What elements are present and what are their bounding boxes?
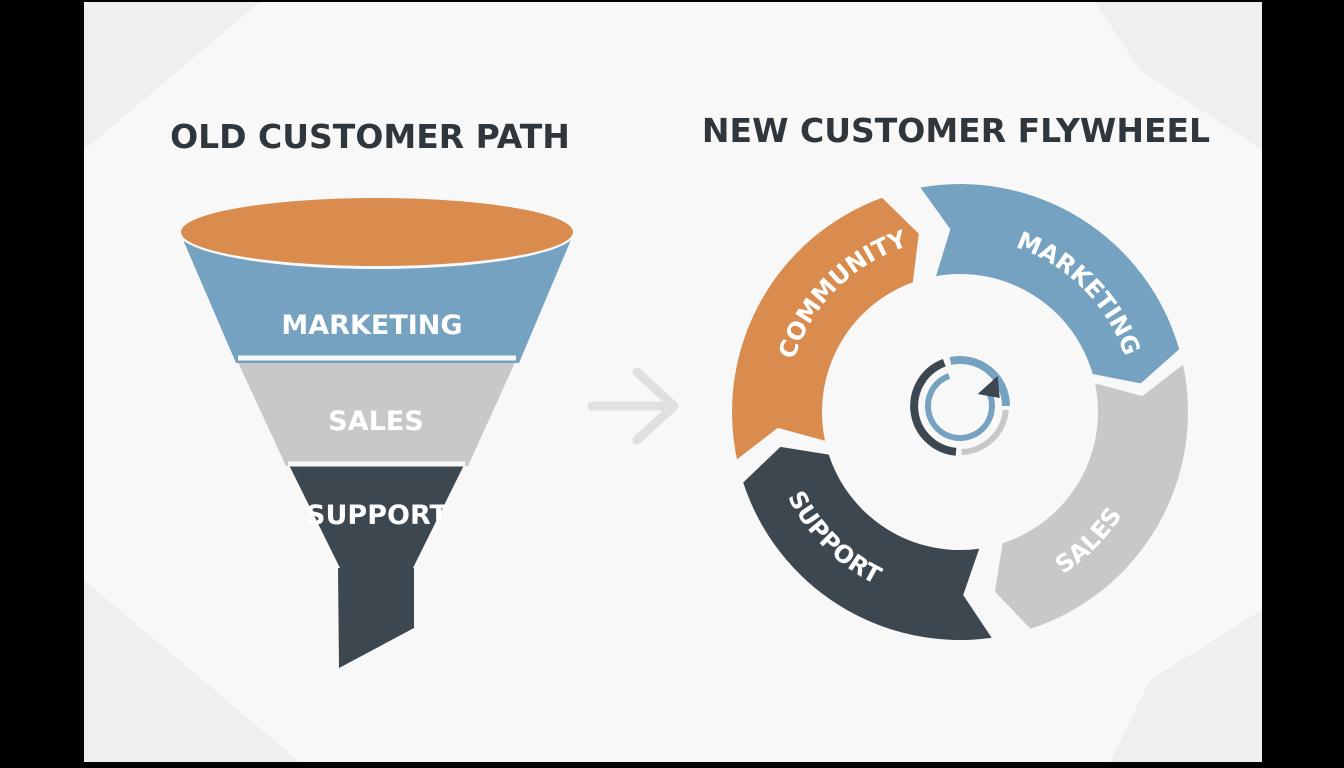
arrow-right-icon (587, 367, 679, 445)
flywheel-segment-marketing (920, 184, 1180, 384)
funnel-title: OLD CUSTOMER PATH (170, 117, 570, 156)
refresh-cycle-icon (910, 356, 1010, 456)
funnel-label-sales: SALES (328, 406, 423, 437)
flywheel-segment-community (732, 197, 919, 460)
bg-facet-top-left (84, 2, 260, 150)
bg-facet-bottom-right (1110, 610, 1262, 762)
flywheel-segment-sales (994, 364, 1188, 629)
bg-facet-top-right (1095, 2, 1262, 150)
funnel-spout (338, 568, 414, 668)
flywheel-segment-support (743, 446, 992, 641)
funnel-stage-support (288, 463, 465, 568)
funnel-stage-sales (236, 358, 517, 466)
funnel-stage-marketing (181, 235, 573, 363)
funnel-label-support: SUPPORT (306, 500, 448, 531)
flywheel-title: NEW CUSTOMER FLYWHEEL (702, 111, 1210, 150)
funnel-top-opening (181, 198, 573, 266)
bg-facet-bottom-left (84, 580, 300, 762)
funnel-label-marketing: MARKETING (281, 310, 462, 341)
funnel: MARKETING SALES SUPPORT (178, 195, 576, 668)
